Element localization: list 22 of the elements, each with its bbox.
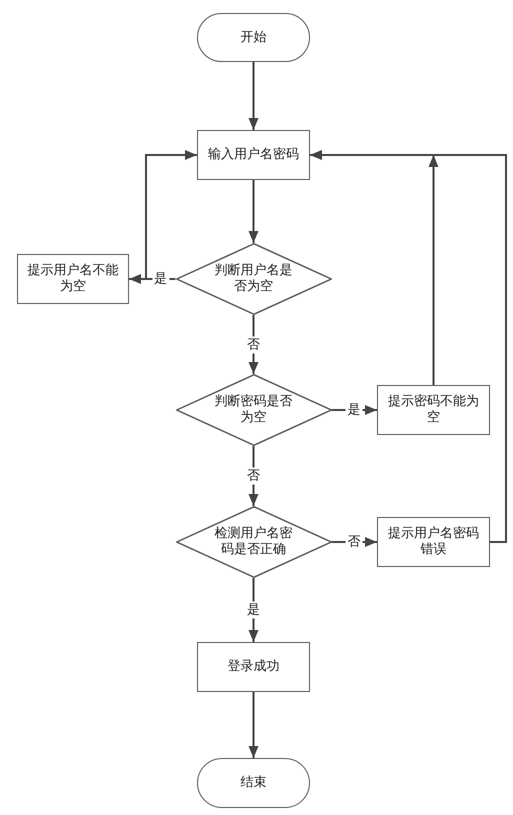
edge-label: 否 [346,534,362,550]
arrow [248,692,258,758]
terminal-shape: 结束 [197,758,310,808]
process-box: 提示用户名密码错误 [377,517,490,567]
process-box: 提示用户名不能为空 [17,254,129,304]
edge-label: 是 [152,270,169,288]
decision-diamond: 判断密码是否为空 [176,374,332,446]
arrow [310,150,507,543]
edge-label: 否 [245,336,262,353]
arrow [332,405,377,415]
arrow [248,62,258,130]
edge-label: 否 [245,468,262,484]
terminal-shape: 开始 [197,13,310,62]
decision-diamond: 判断用户名是否为空 [176,243,332,315]
process-box: 输入用户名密码 [197,130,310,180]
edge-label: 是 [346,402,362,418]
arrow [129,274,176,284]
decision-diamond: 检测用户名密码是否正确 [176,506,332,578]
process-box: 提示密码不能为空 [377,385,490,435]
edge-label: 是 [245,602,262,618]
process-box: 登录成功 [197,642,310,692]
arrow [248,180,258,243]
